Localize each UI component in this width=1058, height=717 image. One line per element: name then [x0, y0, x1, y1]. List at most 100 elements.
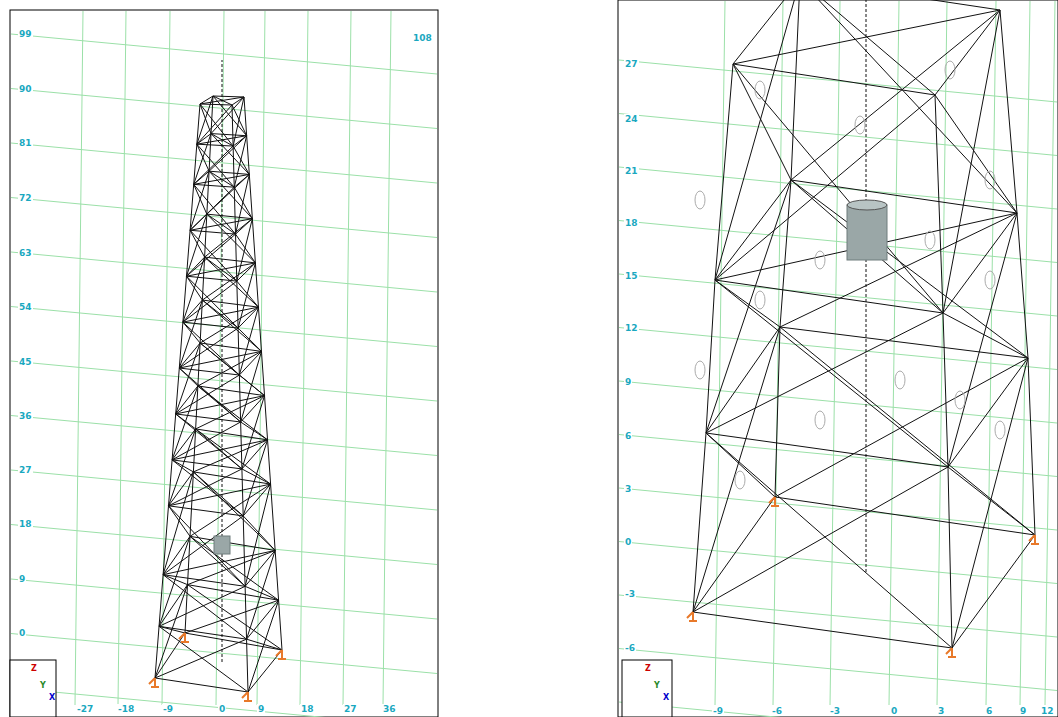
axis-label: X: [49, 693, 55, 702]
member-line: [169, 506, 191, 537]
member-line: [239, 375, 240, 422]
grid-coordinate: 9: [624, 377, 632, 387]
member-line: [952, 358, 1028, 648]
grid-coordinate: 9: [257, 704, 265, 714]
member-marker: [955, 391, 965, 409]
member-line: [190, 187, 234, 230]
member-line: [190, 472, 193, 536]
support-symbol: [149, 678, 159, 687]
member-line: [202, 300, 238, 328]
grid-coordinate: -6: [624, 643, 636, 653]
member-line: [176, 375, 240, 414]
member-line: [179, 368, 239, 375]
member-line: [243, 516, 275, 551]
member-line: [232, 105, 233, 146]
grid-coordinate: 27: [18, 465, 33, 475]
member-marker: [815, 251, 825, 269]
member-line: [943, 313, 1028, 358]
grid-line: [383, 11, 391, 705]
member-line: [205, 219, 253, 257]
member-line: [233, 146, 234, 187]
grid-coordinate: -3: [624, 589, 636, 599]
member-line: [183, 322, 200, 343]
grid-coordinate: 21: [624, 166, 639, 176]
member-line: [265, 396, 268, 440]
member-line: [194, 184, 207, 214]
grid-line: [75, 11, 83, 705]
grid-line: [619, 488, 1057, 530]
grid-line: [619, 435, 1057, 477]
grid-coordinate: 9: [18, 574, 26, 584]
member-line: [1028, 358, 1035, 535]
member-line: [791, 0, 800, 180]
grid-coordinate: 18: [624, 218, 639, 228]
grid-coordinate: 81: [18, 138, 33, 148]
support-symbol: [1029, 535, 1039, 544]
support-symbol: [179, 633, 189, 642]
grid-coordinate: 18: [18, 519, 33, 529]
member-line: [205, 257, 256, 263]
member-marker: [985, 271, 995, 289]
axis-label: X: [663, 693, 669, 702]
member-line: [202, 300, 261, 351]
member-line: [791, 180, 943, 313]
grid-line: [619, 60, 1057, 102]
member-line: [775, 327, 780, 497]
grid-coordinate: 45: [18, 357, 33, 367]
member-line: [155, 678, 248, 692]
member-line: [237, 219, 253, 281]
member-line: [190, 230, 235, 234]
grid-coordinate: 90: [18, 84, 33, 94]
member-line: [163, 516, 243, 575]
member-line: [209, 134, 211, 172]
member-line: [172, 422, 241, 460]
grid-line: [11, 634, 437, 674]
member-line: [791, 10, 1000, 180]
member-line: [172, 460, 243, 516]
member-line: [247, 136, 250, 175]
member-line: [190, 536, 279, 600]
grid-coordinate: 24: [624, 114, 639, 124]
member-line: [715, 280, 780, 327]
member-line: [163, 536, 190, 574]
grid-line: [343, 11, 351, 705]
member-line: [952, 535, 1035, 648]
member-line: [183, 322, 239, 375]
member-line: [233, 97, 244, 146]
grid-line: [257, 11, 265, 705]
grid-line: [619, 702, 1057, 717]
grid-line: [619, 595, 1057, 637]
member-line: [159, 575, 163, 627]
member-line: [194, 134, 211, 185]
grid-line: [889, 1, 899, 705]
grid-coordinate: 54: [18, 302, 33, 312]
grid-line: [619, 381, 1057, 423]
member-marker: [925, 231, 935, 249]
member-line: [211, 97, 244, 134]
grid-coordinate: -9: [712, 706, 724, 716]
member-line: [948, 467, 1035, 535]
member-line: [948, 358, 1028, 467]
member-line: [943, 10, 1000, 313]
axis-label: Z: [31, 664, 37, 673]
member-line: [236, 174, 250, 234]
member-line: [188, 536, 191, 584]
member-line: [866, 0, 867, 572]
tank-cylinder: [214, 536, 230, 554]
member-line: [236, 234, 256, 263]
member-line: [242, 469, 243, 516]
member-line: [190, 536, 245, 586]
grid-line: [11, 470, 437, 510]
member-line: [176, 414, 242, 469]
member-line: [163, 575, 187, 585]
member-line: [190, 484, 271, 536]
member-marker: [755, 81, 765, 99]
member-line: [268, 440, 271, 484]
member-line: [943, 213, 1017, 313]
member-line: [205, 257, 237, 281]
member-line: [179, 322, 183, 368]
member-line: [196, 429, 271, 484]
grid-coordinate: -6: [771, 706, 783, 716]
member-line: [237, 281, 238, 328]
member-line: [193, 472, 243, 516]
